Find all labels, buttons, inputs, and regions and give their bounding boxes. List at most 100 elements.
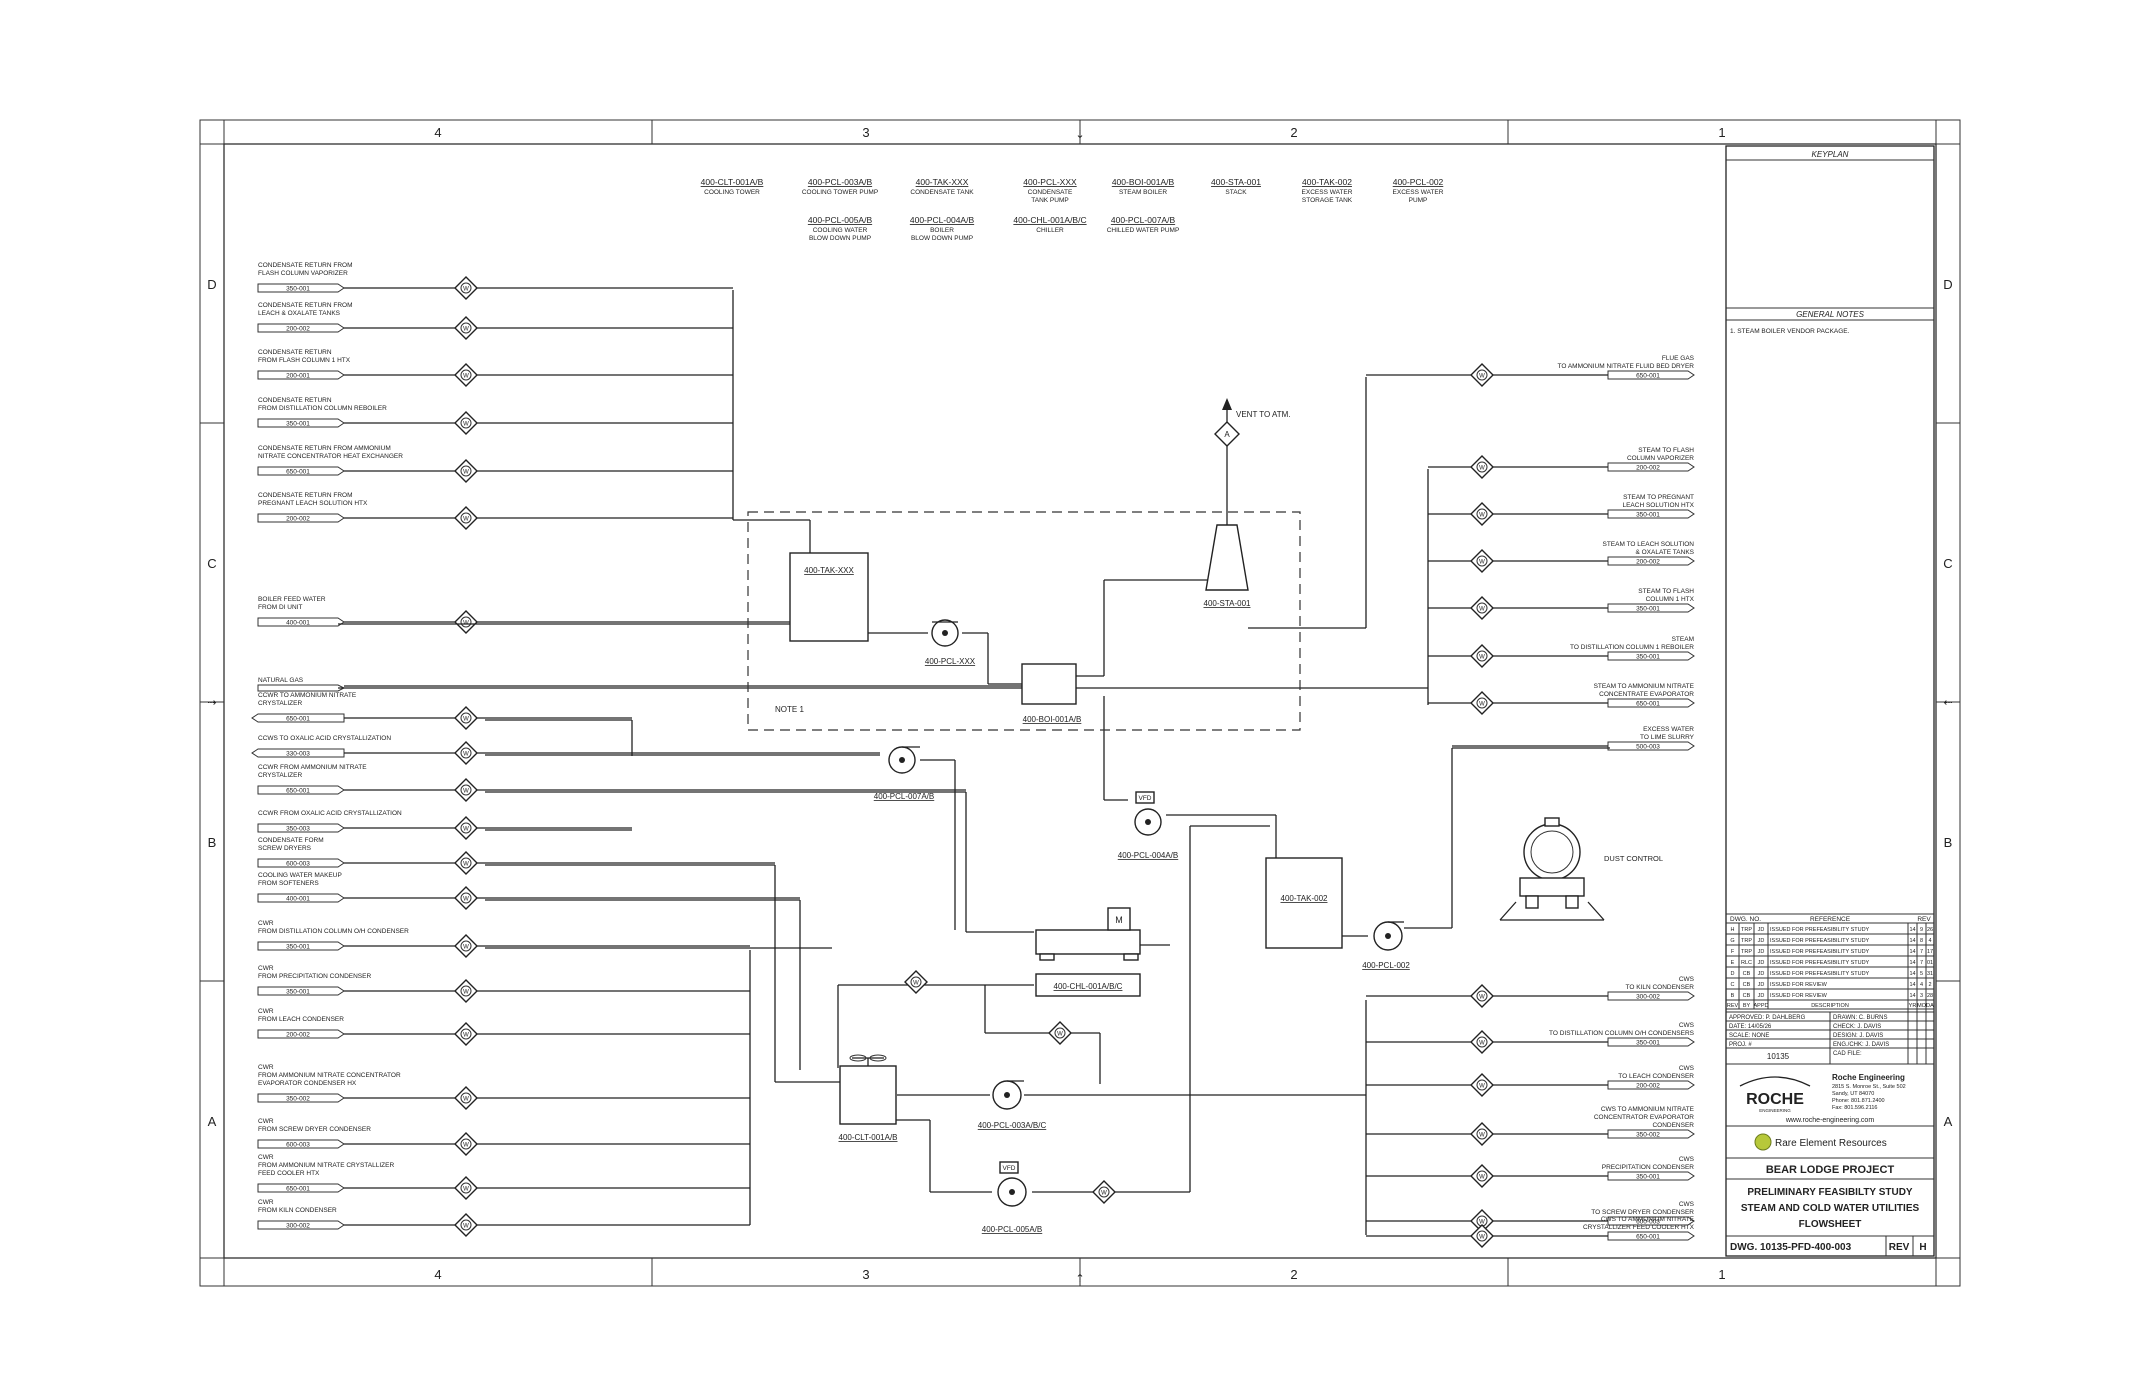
instrument-bubble bbox=[1054, 1027, 1066, 1039]
stream-description: TO DISTILLATION COLUMN 1 REBOILER bbox=[1570, 644, 1694, 651]
instrument-bubble bbox=[460, 1138, 472, 1150]
stack[interactable]: 400-STA-001 bbox=[1204, 524, 1252, 608]
instrument-bubble bbox=[1098, 1186, 1110, 1198]
instrument-letter: W bbox=[463, 517, 469, 523]
revision-header-cell: MO bbox=[1917, 1003, 1927, 1009]
instrument-letter: W bbox=[463, 862, 469, 868]
offpage-connector bbox=[257, 1183, 345, 1193]
grid-labels: 4 3 2 1 4 3 2 1 D C B A D C B A bbox=[207, 125, 1952, 1282]
approval-block: APPROVED: P. DAHLBERG DRAWN: C. BURNS DA… bbox=[1726, 1003, 1934, 1065]
instrument-diamond bbox=[1470, 549, 1494, 573]
instrument-bubble bbox=[460, 1182, 472, 1194]
revision-cell: CB bbox=[1743, 993, 1751, 999]
flow-instrument: W bbox=[454, 363, 478, 387]
revision-cell: JD bbox=[1758, 938, 1765, 944]
flow-instrument: W bbox=[454, 459, 478, 483]
dust-control-unit[interactable]: DUST CONTROL bbox=[1499, 817, 1663, 921]
offpage-connector bbox=[1607, 1037, 1695, 1047]
cw-blowdown-pump[interactable]: VFD 400-PCL-005A/B bbox=[982, 1161, 1042, 1234]
reference-header: REFERENCE bbox=[1810, 916, 1851, 923]
chiller[interactable]: M 400-CHL-001A/B/C bbox=[1035, 907, 1141, 997]
equipment-description: EXCESS WATER bbox=[1302, 189, 1353, 196]
instrument-diamond bbox=[454, 851, 478, 875]
flow-instrument: W bbox=[1092, 1180, 1116, 1204]
stream-tag: 350-001 bbox=[1636, 654, 1660, 661]
vfd-label: VFD bbox=[1003, 1165, 1016, 1172]
instrument-bubble bbox=[1476, 555, 1488, 567]
cooling-tower[interactable]: 400-CLT-001A/B bbox=[839, 1054, 898, 1142]
equipment-description: BOILER bbox=[930, 227, 954, 234]
excess-water-tank[interactable]: 400-TAK-002 bbox=[1265, 857, 1343, 949]
instrument-bubble bbox=[460, 747, 472, 759]
condensate-tank[interactable]: 400-TAK-XXX bbox=[789, 552, 869, 642]
flow-instrument: W bbox=[1470, 455, 1494, 479]
revision-cell: 7 bbox=[1920, 949, 1923, 955]
rev-value: H bbox=[1919, 1242, 1926, 1253]
offpage-connector bbox=[257, 823, 345, 833]
offpage-connector bbox=[1607, 1080, 1695, 1090]
excess-water-pump[interactable]: 400-PCL-002 bbox=[1362, 921, 1410, 970]
instrument-bubble bbox=[460, 322, 472, 334]
flow-instrument: W bbox=[454, 276, 478, 300]
eng-field: ENG./CHK: J. DAVIS bbox=[1833, 1042, 1889, 1048]
instrument-diamond bbox=[1470, 596, 1494, 620]
instrument-letter: W bbox=[1479, 1041, 1485, 1047]
stream-description: STEAM TO FLASH bbox=[1638, 588, 1694, 595]
stream-description: STEAM TO PREGNANT bbox=[1623, 494, 1694, 501]
instrument-letter: W bbox=[1479, 995, 1485, 1001]
date-field: DATE: 14/05/26 bbox=[1729, 1024, 1772, 1030]
instrument-diamond bbox=[1470, 1224, 1494, 1248]
instrument-letter: W bbox=[1479, 1133, 1485, 1139]
boiler-blowdown-pump[interactable]: VFD 400-PCL-004A/B bbox=[1118, 791, 1178, 860]
revision-cell: TRP bbox=[1741, 927, 1752, 933]
stream-description: EXCESS WATER bbox=[1643, 726, 1694, 733]
instrument-diamond bbox=[1092, 1180, 1116, 1204]
instrument-letter: W bbox=[463, 945, 469, 951]
instrument-diamond bbox=[454, 1213, 478, 1237]
grid-row-label: A bbox=[1944, 1114, 1953, 1129]
instrument-bubble bbox=[1476, 1128, 1488, 1140]
steam-boiler[interactable]: 400-BOI-001A/B bbox=[1021, 663, 1081, 724]
condensate-pump[interactable]: 400-PCL-XXX bbox=[925, 619, 976, 666]
instrument-letter: W bbox=[463, 1033, 469, 1039]
svg-text:⇣: ⇣ bbox=[1075, 129, 1084, 141]
chilled-water-pump[interactable]: 400-PCL-007A/B bbox=[874, 746, 934, 801]
stream-tag: 350-002 bbox=[286, 1096, 310, 1103]
grid-col-label: 4 bbox=[434, 125, 441, 140]
stream-description: CRYSTALLIZER FEED COOLER HTX bbox=[1583, 1224, 1695, 1231]
offpage-connector bbox=[1607, 462, 1695, 472]
equipment-description: COOLING TOWER PUMP bbox=[802, 189, 878, 196]
instrument-bubble bbox=[1476, 602, 1488, 614]
instrument-letter: W bbox=[1479, 607, 1485, 613]
flow-instrument: W bbox=[1470, 1122, 1494, 1146]
client-logo-icon bbox=[1754, 1133, 1772, 1151]
instrument-letter: W bbox=[463, 897, 469, 903]
equipment-description: COOLING WATER bbox=[813, 227, 868, 234]
stream-description: CWR bbox=[258, 1064, 274, 1071]
flow-instrument: W bbox=[454, 1022, 478, 1046]
instrument-letter: W bbox=[463, 327, 469, 333]
excess-water-tank-tag: 400-TAK-002 bbox=[1281, 894, 1329, 903]
stream-description: CONCENTRATOR EVAPORATOR bbox=[1594, 1114, 1694, 1121]
grid-row-label: D bbox=[207, 277, 216, 292]
offpage-connector bbox=[257, 893, 345, 903]
instrument-diamond bbox=[454, 1086, 478, 1110]
equipment-description: CONDENSATE bbox=[1028, 189, 1073, 196]
equipment-tag: 400-TAK-002 bbox=[1302, 177, 1352, 187]
stream-tag: 650-001 bbox=[286, 469, 310, 476]
instrument-diamond bbox=[1470, 455, 1494, 479]
cooling-tower-pump[interactable]: 400-PCL-003A/B/C bbox=[978, 1080, 1047, 1130]
revision-cell: 2 bbox=[1928, 982, 1931, 988]
stream-tag: 200-002 bbox=[286, 326, 310, 333]
instrument-bubble bbox=[460, 1219, 472, 1231]
equipment-tag: 400-STA-001 bbox=[1211, 177, 1261, 187]
